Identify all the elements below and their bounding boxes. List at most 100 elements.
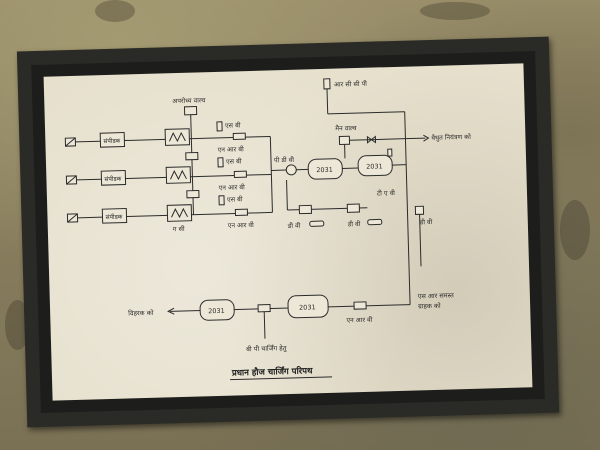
arrow-icon [167,307,175,315]
pipe [326,88,329,114]
header-box [185,151,199,161]
main-valve-label: मैन वाल्व [335,124,357,133]
drain-valve-box [346,203,360,213]
row-arrow-label: एन आर वी [228,221,254,230]
compressor-label: संपीडक [103,137,120,145]
dv-label: डी वी [287,222,301,230]
dv-valve-box [414,205,425,215]
schematic-board: अपरोध्य वाल्व आर सी सी पी संपीडक [43,63,533,401]
nrv-box [233,170,247,178]
filter-diagonal [65,137,76,147]
pipe [205,136,234,139]
reservoir-tank [199,299,235,321]
row-arrow-label: एन आर बी [219,183,246,192]
cooler-box [166,204,193,222]
rccp-gauge [323,78,331,90]
pipe [349,138,406,141]
pipe [245,135,271,138]
pipe [263,311,266,339]
row-arrow-label: एन आर बी [218,145,245,154]
pipe [247,211,273,214]
bottom-nrv-label: एन आर वी [346,316,372,325]
pdb-label: पी डी वी [274,156,294,165]
pipe [124,138,166,142]
pipe [77,216,103,219]
tank-label: 2031 [316,166,333,174]
drain-pot [309,220,325,227]
pipe [246,173,272,176]
pipe [126,214,168,218]
header-box [186,189,200,199]
bottom-sub-label: बी पी चार्जिंग हेतु [246,344,287,353]
nrv-box [234,208,249,216]
pipe [269,136,273,213]
compressor-row-2: संपीडक एस बी एन आर बी [65,157,272,192]
safety-valve-icon [216,121,223,132]
compressor-row-1: संपीडक एस बी एन आर बी [64,121,271,154]
cooler-coil [168,131,186,143]
dv-right-label: डी वी [419,218,433,226]
tank-label: 2031 [366,162,383,170]
pipe [190,174,235,178]
pipe [405,137,426,140]
safety-valve-icon [387,148,393,157]
pressure-gauge [285,164,297,176]
cooler-coil [171,207,188,219]
wall-stain [420,2,490,20]
left-output-label: विहरक को [128,309,154,318]
compressor-box [101,207,128,224]
gi-label: ग सी [173,225,185,233]
row-side-label: एस बी [225,121,241,129]
compressor-label: संपीडक [104,175,121,183]
wall-stain [95,0,135,22]
board-frame-inner: अपरोध्य वाल्व आर सी सी पी संपीडक [31,51,545,413]
rubbish-label: एस आर समस्त [418,291,454,300]
tank-label: 2031 [208,307,225,315]
diagram-title: प्रधान हौज चार्जिंग परिपथ [231,365,313,378]
schematic-diagram: अपरोध्य वाल्व आर सी सी पी संपीडक [64,78,471,381]
cooler-box [164,128,191,146]
pipe [404,111,410,277]
board-frame: अपरोध्य वाल्व आर सी सी पी संपीडक [16,36,560,428]
nrv-box [353,301,367,310]
pipe [75,140,101,143]
main-valve-box [338,135,351,146]
pipe [191,212,236,216]
compressor-box [99,132,126,148]
safety-valve-icon [218,195,225,206]
row-side-label: एस बी [227,195,243,203]
tav-label: टी ए वी [377,189,396,198]
nrv-box [232,132,246,141]
pipe [408,276,411,305]
nrv-box [257,304,271,313]
compressor-row-3: संपीडक ग सी एस बी एन आर वी [66,195,273,233]
pipe [190,120,194,215]
reservoir-tank [287,294,329,319]
pipe [286,180,288,211]
header-valve-box [183,105,198,116]
cooler-box [165,166,192,184]
pipe [419,214,422,267]
electric-control-label: वैधुत नियंत्रण को [431,133,471,142]
filter-diagonal [66,175,77,185]
pipe [76,178,102,181]
tank-label: 2031 [299,303,316,311]
dv-label: डी वी [347,220,361,228]
rccp-label: आर सी सी पी [334,80,368,89]
valve-icon [366,135,377,144]
row-side-label: एस बी [226,157,242,165]
filter-diagonal [67,213,78,223]
rubbish-sub-label: ग्राहक को [418,302,441,311]
wall-stain [560,200,590,260]
pipe [125,176,167,180]
compressor-label: संपीडक [105,213,122,221]
safety-valve-icon [217,157,224,168]
drain-valve-box [298,204,313,215]
title-underline [230,376,333,381]
cooler-coil [170,169,187,181]
drain-pot [367,218,383,226]
compressor-box [100,170,127,186]
header-valve-label: अपरोध्य वाल्व [172,96,206,105]
arrow-icon [423,134,430,142]
pipe [327,111,405,115]
